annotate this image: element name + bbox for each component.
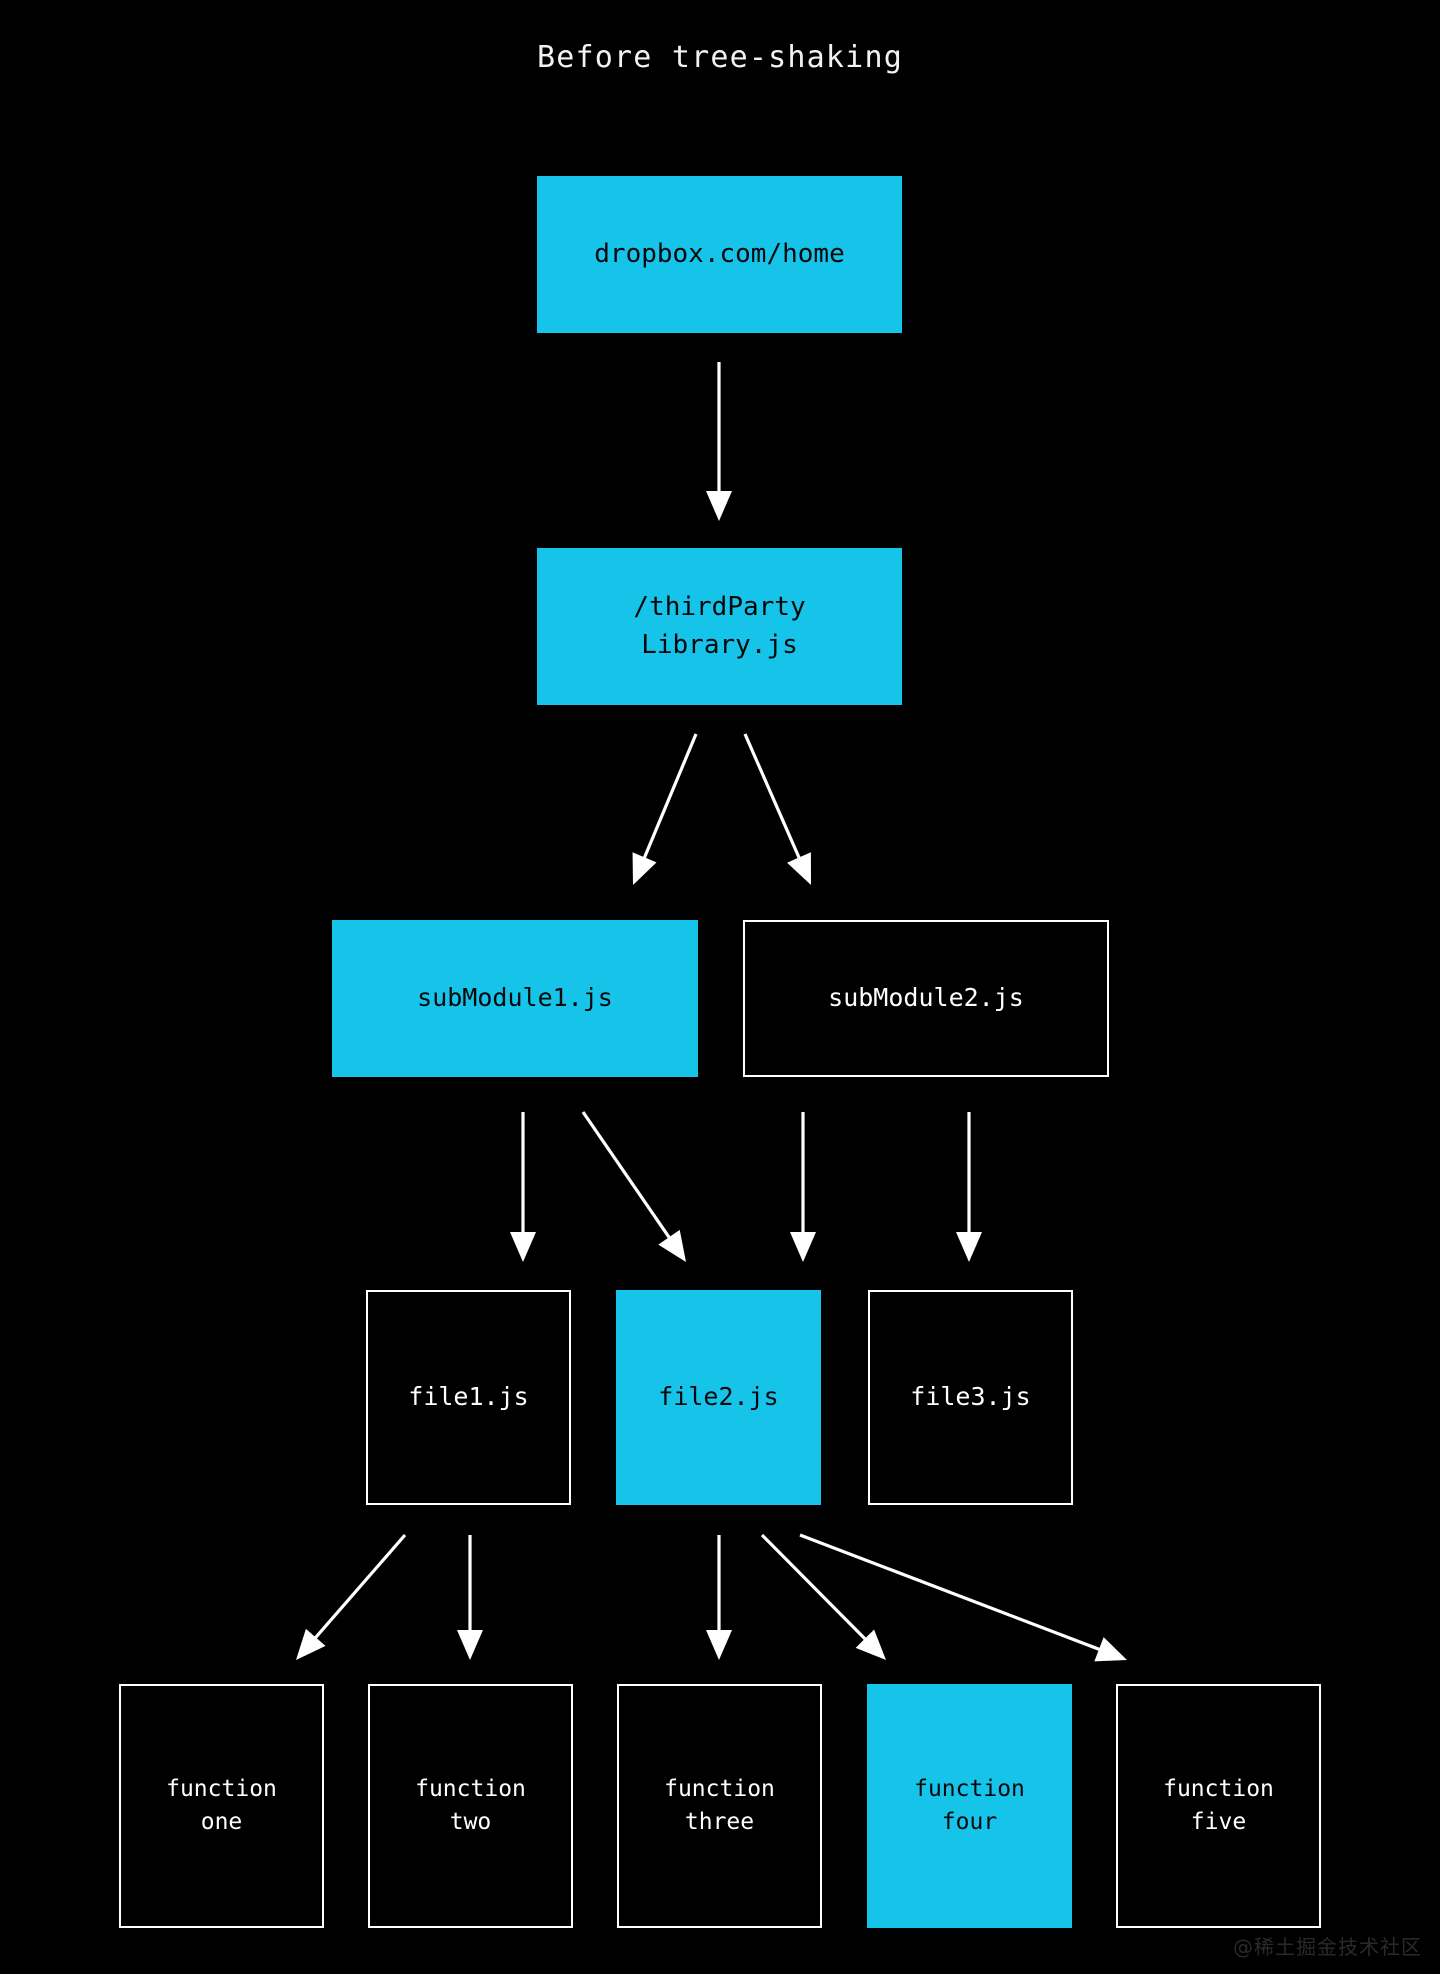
arrowhead-icon bbox=[706, 491, 732, 521]
arrowhead-icon bbox=[658, 1229, 686, 1262]
edge-line bbox=[310, 1533, 407, 1643]
edge-file-2-to-function-five bbox=[799, 1533, 1127, 1662]
node-function-five: function five bbox=[1116, 1684, 1321, 1928]
node-label-submodule-2: subModule2.js bbox=[828, 983, 1024, 1013]
arrowhead-icon bbox=[855, 1629, 886, 1660]
node-function-four: function four bbox=[867, 1684, 1072, 1928]
edge-line bbox=[760, 1533, 871, 1645]
node-label-function-one: function one bbox=[166, 1775, 277, 1835]
node-label-function-four: function four bbox=[914, 1775, 1025, 1835]
arrowhead-icon bbox=[790, 1232, 816, 1262]
edge-file-2-to-function-three bbox=[706, 1535, 732, 1660]
node-label-function-five: function five bbox=[1163, 1775, 1274, 1835]
node-file-3: file3.js bbox=[868, 1290, 1073, 1505]
edge-third-party-library-to-submodule-2 bbox=[743, 733, 811, 885]
node-file-1: file1.js bbox=[366, 1290, 571, 1505]
edge-submodule-2-to-file-3 bbox=[956, 1112, 982, 1262]
edge-line bbox=[799, 1533, 1106, 1653]
node-submodule-1: subModule1.js bbox=[332, 920, 698, 1077]
edge-line bbox=[743, 733, 803, 864]
node-label-entry: dropbox.com/home bbox=[594, 238, 845, 269]
node-submodule-2: subModule2.js bbox=[743, 920, 1109, 1077]
node-function-two: function two bbox=[368, 1684, 573, 1928]
arrowhead-icon bbox=[457, 1630, 483, 1660]
arrowhead-icon bbox=[706, 1630, 732, 1660]
edge-file-1-to-function-two bbox=[457, 1535, 483, 1660]
node-label-function-two: function two bbox=[415, 1775, 526, 1835]
edge-submodule-2-to-file-2 bbox=[790, 1112, 816, 1262]
edge-third-party-library-to-submodule-1 bbox=[632, 733, 698, 885]
arrowhead-icon bbox=[787, 852, 811, 885]
node-label-submodule-1: subModule1.js bbox=[417, 983, 613, 1013]
node-file-2: file2.js bbox=[616, 1290, 821, 1505]
arrowhead-icon bbox=[510, 1232, 536, 1262]
node-label-file-3: file3.js bbox=[910, 1382, 1031, 1412]
arrowhead-icon bbox=[296, 1628, 326, 1660]
edge-submodule-1-to-file-2 bbox=[581, 1111, 686, 1262]
node-function-one: function one bbox=[119, 1684, 324, 1928]
node-label-file-2: file2.js bbox=[658, 1382, 779, 1412]
node-function-three: function three bbox=[617, 1684, 822, 1928]
page-title: Before tree-shaking bbox=[537, 40, 903, 75]
edge-submodule-1-to-file-1 bbox=[510, 1112, 536, 1262]
watermark: @稀土掘金技术社区 bbox=[1233, 1935, 1422, 1959]
node-label-function-three: function three bbox=[664, 1775, 775, 1835]
arrowhead-icon bbox=[632, 852, 657, 885]
node-entry: dropbox.com/home bbox=[537, 176, 902, 333]
arrowhead-icon bbox=[956, 1232, 982, 1262]
edge-line bbox=[581, 1111, 674, 1244]
edge-line bbox=[640, 733, 698, 864]
edge-file-1-to-function-one bbox=[296, 1533, 407, 1660]
arrowhead-icon bbox=[1094, 1637, 1127, 1662]
node-label-third-party-library: /thirdParty Library.js bbox=[633, 591, 806, 660]
node-third-party-library: /thirdParty Library.js bbox=[537, 548, 902, 705]
edge-entry-to-third-party-library bbox=[706, 362, 732, 521]
edge-file-2-to-function-four bbox=[760, 1533, 886, 1660]
node-label-file-1: file1.js bbox=[408, 1382, 529, 1412]
